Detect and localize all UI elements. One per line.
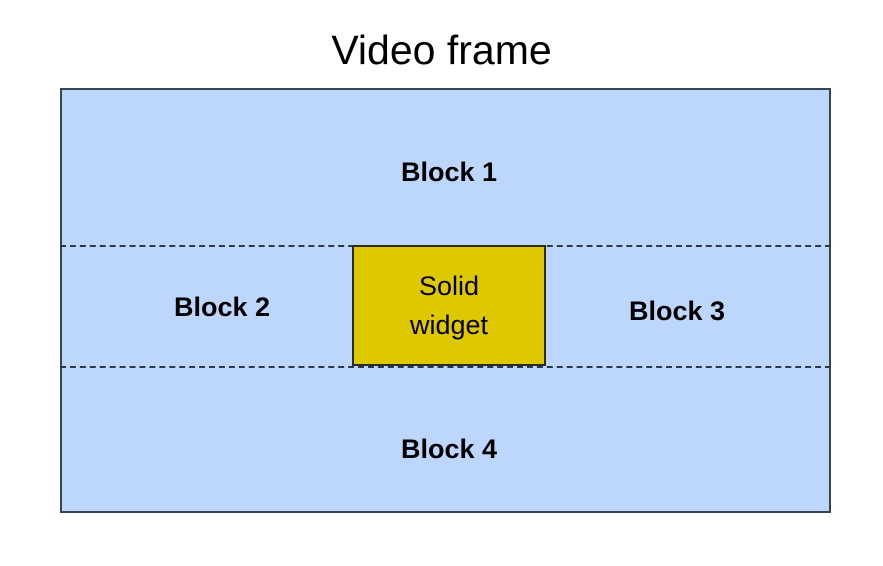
dashed-divider-bottom [60,366,831,368]
block-label-3: Block 3 [628,296,726,326]
solid-widget-label-line2: widget [409,309,489,340]
block-label-4: Block 4 [400,434,498,464]
video-frame-rect: Block 1 Block 2 Block 3 Block 4 Solid wi… [60,88,831,513]
block-label-1: Block 1 [400,157,498,187]
page-title: Video frame [331,27,552,73]
block-label-2: Block 2 [173,292,271,322]
solid-widget-label-line1: Solid [418,270,480,301]
solid-widget-rect: Solid widget [352,245,546,366]
